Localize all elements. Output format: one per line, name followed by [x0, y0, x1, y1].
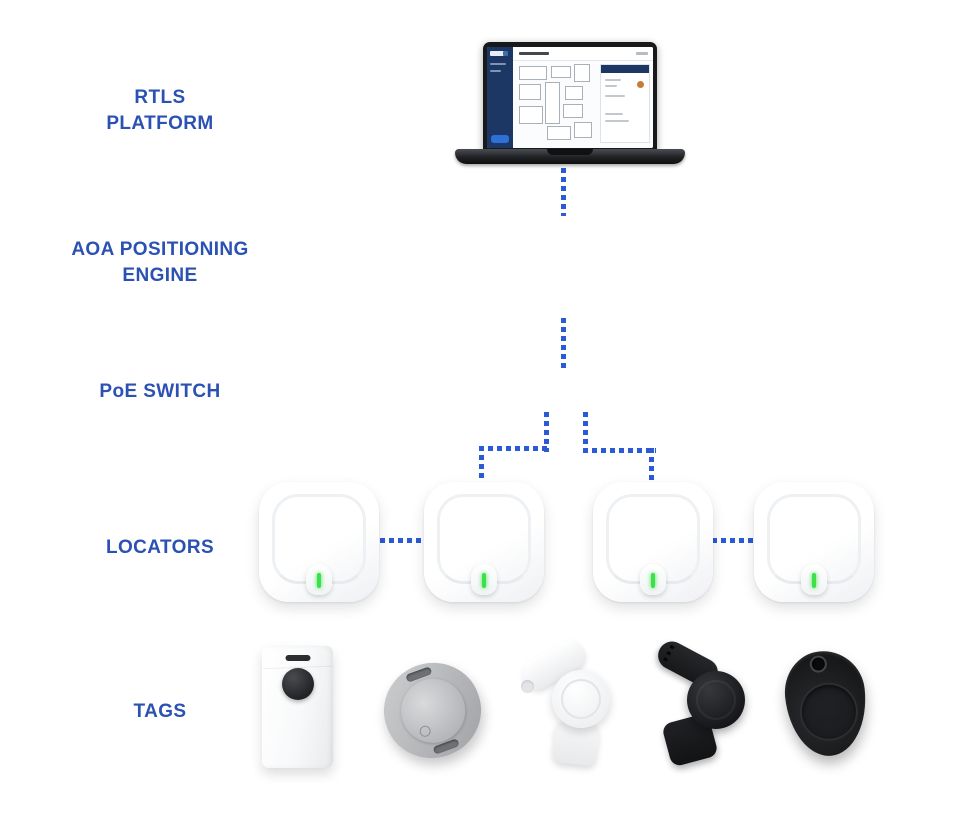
- laptop-notch: [547, 149, 593, 155]
- locator-3: [593, 482, 713, 602]
- keyfob-tag: [780, 647, 872, 760]
- connector-switch-branch-left: [544, 412, 549, 452]
- status-led: [812, 573, 816, 588]
- connector-locator3-locator4: [712, 538, 755, 543]
- label-rtls-platform: RTLS PLATFORM: [50, 85, 270, 137]
- floor-plan-room: [563, 104, 583, 118]
- floor-plan-room: [519, 66, 547, 80]
- badge-tag: [262, 646, 333, 768]
- badge-lanyard-slot: [285, 655, 310, 661]
- floor-plan-room: [551, 66, 571, 78]
- locator-bump: [306, 564, 332, 595]
- strap-buckle-holes: [662, 644, 675, 663]
- floor-plan-room: [574, 64, 590, 82]
- label-locators: LOCATORS: [50, 535, 270, 561]
- alert-icon: [637, 81, 644, 88]
- sidebar-button: [491, 135, 509, 143]
- dashboard-sidebar: [487, 47, 513, 148]
- keyring-hole: [811, 656, 826, 672]
- floor-plan: [517, 64, 597, 144]
- side-panel-header: [601, 65, 649, 73]
- floor-plan-room: [519, 84, 541, 100]
- rtls-platform-laptop: [455, 42, 685, 166]
- side-panel-text: [605, 85, 617, 87]
- sidebar-nav-item: [490, 70, 501, 72]
- dashboard-topbar-actions: [636, 52, 648, 55]
- laptop-base: [455, 149, 685, 164]
- dashboard-side-panel: [600, 64, 650, 143]
- keyfob-body: [780, 647, 872, 760]
- side-panel-text: [605, 113, 623, 115]
- asset-tag-dome: [391, 669, 474, 752]
- locator-bump: [801, 564, 827, 595]
- label-line: PoE SWITCH: [99, 381, 221, 402]
- floor-plan-corridor: [545, 82, 560, 124]
- dashboard-title-text: [519, 52, 549, 55]
- label-line: PLATFORM: [106, 113, 214, 134]
- locator-bump: [640, 564, 666, 595]
- side-panel-text: [605, 120, 629, 122]
- status-led: [317, 573, 321, 588]
- wristband-face-ring: [561, 679, 601, 719]
- floor-plan-room: [565, 86, 583, 100]
- connector-locator1-locator2: [380, 538, 424, 543]
- side-panel-text: [605, 95, 625, 97]
- side-panel-text: [605, 79, 621, 81]
- label-line: LOCATORS: [105, 537, 215, 558]
- sidebar-nav-item: [490, 63, 506, 65]
- dashboard-topbar: [513, 47, 653, 61]
- connector-platform-to-engine: [561, 168, 566, 216]
- wristband-button: [521, 680, 534, 693]
- floor-plan-room: [574, 122, 592, 138]
- asset-tag: [370, 649, 495, 772]
- floor-plan-room: [547, 126, 571, 140]
- status-led: [651, 573, 655, 588]
- label-poe-switch: PoE SWITCH: [50, 379, 270, 405]
- asset-tag-logo: [417, 723, 432, 739]
- dashboard-logo: [490, 51, 508, 56]
- label-tags: TAGS: [50, 699, 270, 725]
- dashboard-main: [513, 47, 653, 148]
- keyfob-center-ring: [797, 679, 861, 744]
- wristband-face-ring: [696, 680, 736, 720]
- label-line: AOA POSITIONING: [71, 239, 249, 260]
- wristband-face: [687, 671, 745, 729]
- locator-1: [259, 482, 379, 602]
- connector-drop-to-locator-2: [479, 446, 484, 484]
- label-line: RTLS: [134, 87, 186, 108]
- locator-4: [754, 482, 874, 602]
- connector-switch-branch-right: [583, 412, 588, 452]
- wristband-tag-black: [652, 636, 757, 768]
- wristband-tag-white: [516, 635, 623, 767]
- dashboard-screen: [487, 47, 653, 148]
- locator-2: [424, 482, 544, 602]
- label-aoa-positioning-engine: AOA POSITIONING ENGINE: [50, 237, 270, 289]
- label-line: TAGS: [133, 701, 187, 722]
- status-led: [482, 573, 486, 588]
- connector-engine-to-switch: [561, 318, 566, 370]
- wristband-face: [552, 670, 610, 728]
- connector-branch-left-horizontal: [479, 446, 549, 451]
- locator-bump: [471, 564, 497, 595]
- connector-branch-right-horizontal: [583, 448, 656, 453]
- laptop-screen: [483, 42, 657, 152]
- connector-drop-to-locator-3: [649, 448, 654, 484]
- badge-call-button: [281, 668, 314, 700]
- label-line: ENGINE: [122, 265, 198, 286]
- floor-plan-room: [519, 106, 543, 124]
